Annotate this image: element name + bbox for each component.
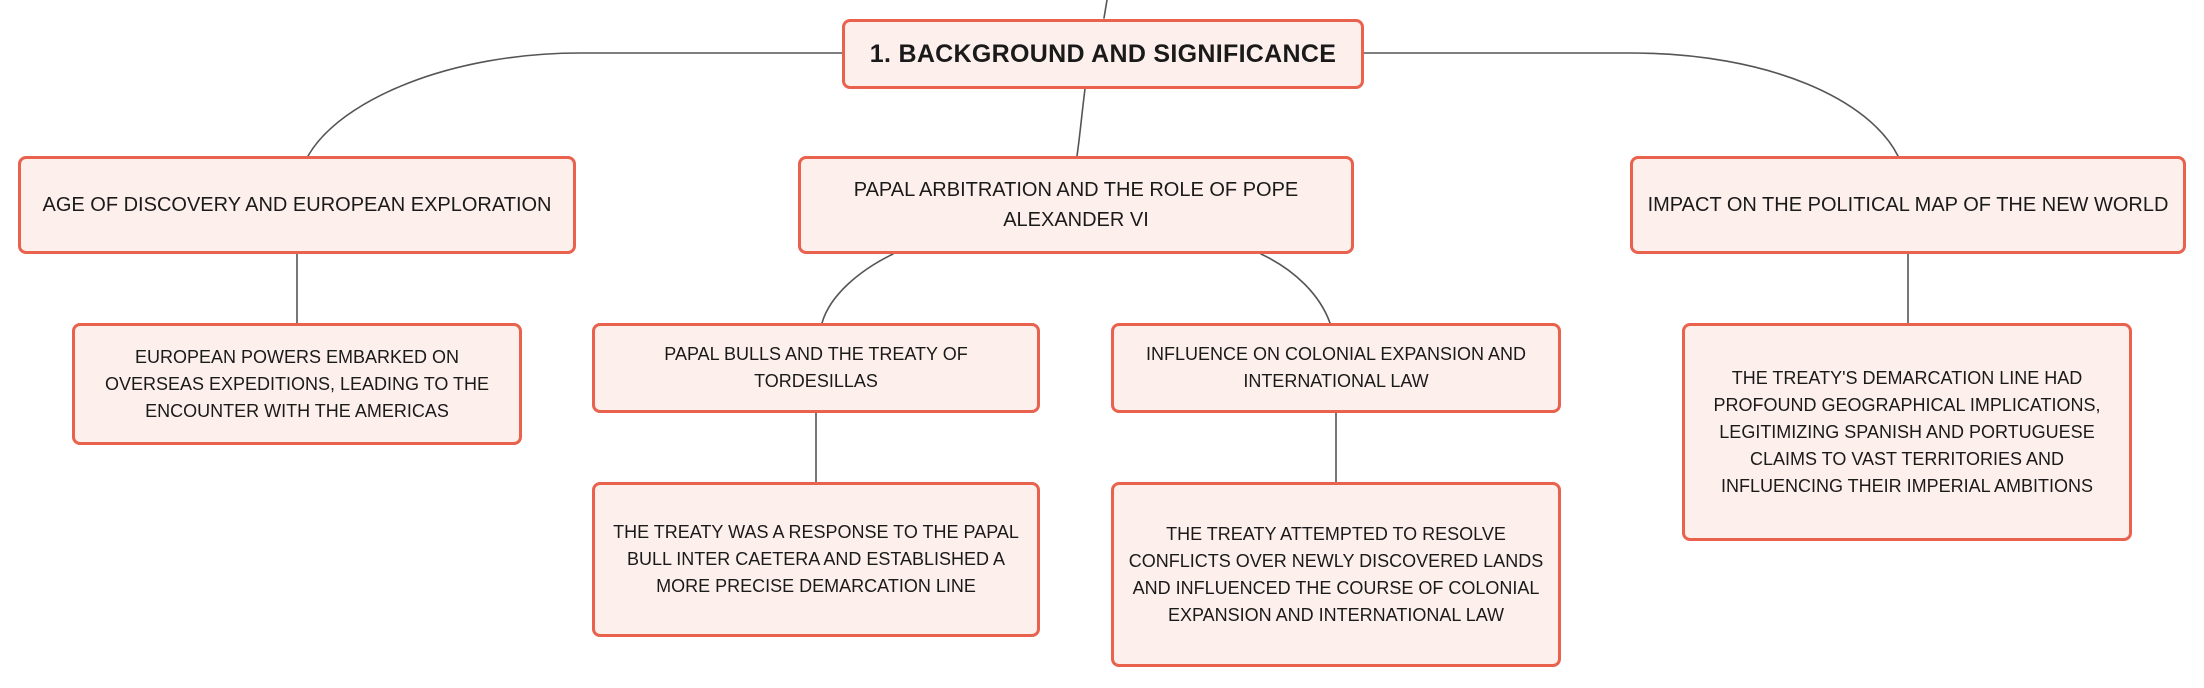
leaf-node-treaty-conflicts[interactable]: THE TREATY ATTEMPTED TO RESOLVE CONFLICT… (1111, 482, 1561, 667)
leaf-node-label: THE TREATY WAS A RESPONSE TO THE PAPAL B… (613, 522, 1019, 596)
leaf-node-label: EUROPEAN POWERS EMBARKED ON OVERSEAS EXP… (104, 346, 490, 421)
root-node-label: 1. BACKGROUND AND SIGNIFICANCE (869, 39, 1337, 68)
subnode-label: PAPAL BULLS AND THE TREATY OF TORDESILLA… (664, 344, 968, 391)
connector-branch-2-to-subnode-2 (1260, 253, 1331, 324)
branch-node-label: PAPAL ARBITRATION AND THE ROLE OF POPE A… (853, 179, 1299, 231)
connector-root-to-branch-1 (307, 52, 843, 157)
leaf-node-european-powers[interactable]: EUROPEAN POWERS EMBARKED ON OVERSEAS EXP… (72, 323, 522, 445)
leaf-node-treaty-response[interactable]: THE TREATY WAS A RESPONSE TO THE PAPAL B… (592, 482, 1040, 637)
subnode-papal-bulls[interactable]: PAPAL BULLS AND THE TREATY OF TORDESILLA… (592, 323, 1040, 413)
leaf-node-demarcation-line[interactable]: THE TREATY'S DEMARCATION LINE HAD PROFOU… (1682, 323, 2132, 541)
branch-node-label: AGE OF DISCOVERY AND EUROPEAN EXPLORATIO… (42, 194, 552, 216)
connector-parent-to-root (1103, 0, 1108, 19)
branch-node-political-map-impact[interactable]: IMPACT ON THE POLITICAL MAP OF THE NEW W… (1630, 156, 2186, 254)
leaf-node-label: THE TREATY ATTEMPTED TO RESOLVE CONFLICT… (1128, 523, 1544, 625)
connector-root-to-branch-2 (1076, 88, 1086, 157)
connector-branch-2-to-subnode-1 (821, 253, 894, 324)
leaf-node-label: THE TREATY'S DEMARCATION LINE HAD PROFOU… (1713, 367, 2101, 496)
branch-node-age-of-discovery[interactable]: AGE OF DISCOVERY AND EUROPEAN EXPLORATIO… (18, 156, 576, 254)
branch-node-papal-arbitration[interactable]: PAPAL ARBITRATION AND THE ROLE OF POPE A… (798, 156, 1354, 254)
branch-node-label: IMPACT ON THE POLITICAL MAP OF THE NEW W… (1647, 194, 2169, 216)
root-node[interactable]: 1. BACKGROUND AND SIGNIFICANCE (842, 19, 1364, 89)
connector-root-to-branch-3 (1363, 52, 1899, 157)
subnode-label: INFLUENCE ON COLONIAL EXPANSION AND INTE… (1145, 344, 1527, 391)
subnode-colonial-expansion-influence[interactable]: INFLUENCE ON COLONIAL EXPANSION AND INTE… (1111, 323, 1561, 413)
